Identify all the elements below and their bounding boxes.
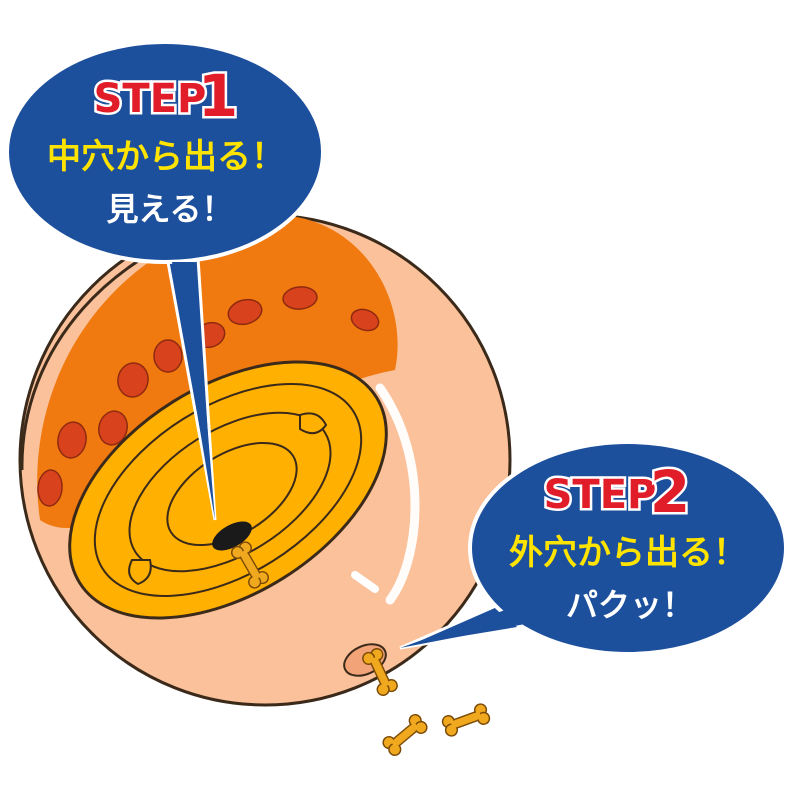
- step1-step-word: STEP: [94, 76, 207, 122]
- step2-line1: 外穴から出る！: [509, 533, 747, 573]
- step2-step-number: 2: [650, 458, 690, 526]
- bone-treat-ground-2: [440, 701, 492, 739]
- center-hole: [212, 521, 252, 551]
- bone-treat-ground-1: [380, 711, 430, 759]
- step1-speech-bubble: [5, 40, 325, 521]
- step1-line1: 中穴から出る！: [47, 137, 285, 177]
- step2-line2: パクッ！: [566, 586, 694, 624]
- step1-heading: STEP 1: [91, 60, 241, 133]
- step2-step-word: STEP: [544, 472, 657, 518]
- step2-speech-bubble: [399, 440, 788, 656]
- step2-heading: STEP 2: [541, 456, 693, 529]
- step1-step-number: 1: [198, 62, 238, 130]
- treat-ball: [18, 213, 512, 707]
- step1-line2: 見える！: [106, 190, 233, 228]
